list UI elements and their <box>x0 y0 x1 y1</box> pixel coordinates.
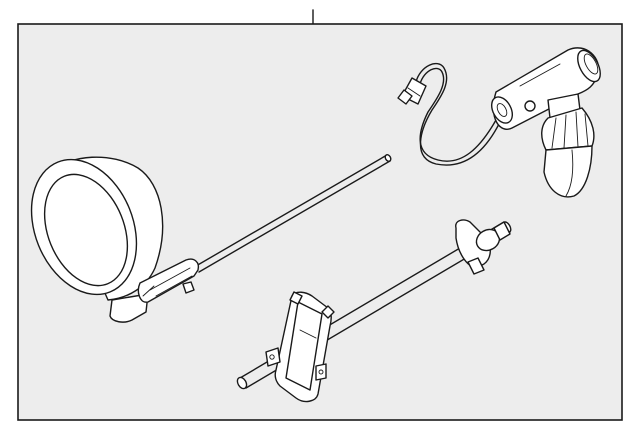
handle-barrel <box>492 47 600 130</box>
grip-lever <box>182 281 195 294</box>
adjust-knob-flange <box>455 219 491 269</box>
spot-lamp-rod <box>195 154 388 267</box>
handle-grip-body <box>543 145 593 198</box>
handle-switch <box>524 100 536 112</box>
knob-clip <box>467 257 485 275</box>
mounting-bracket-rod[interactable] <box>236 219 513 403</box>
wired-handle[interactable] <box>397 47 605 198</box>
plate-side-tab <box>265 347 281 367</box>
barrel-nozzle <box>490 96 514 124</box>
rod-left-end <box>236 376 248 390</box>
spot-lamp[interactable] <box>12 144 392 323</box>
lamp-mount-boss <box>109 293 149 323</box>
mount-plate-face <box>285 301 323 391</box>
lamp-grip <box>137 258 200 303</box>
handle-cable <box>415 63 501 166</box>
rod-end-cap <box>384 154 392 162</box>
lamp-lens <box>43 173 129 287</box>
